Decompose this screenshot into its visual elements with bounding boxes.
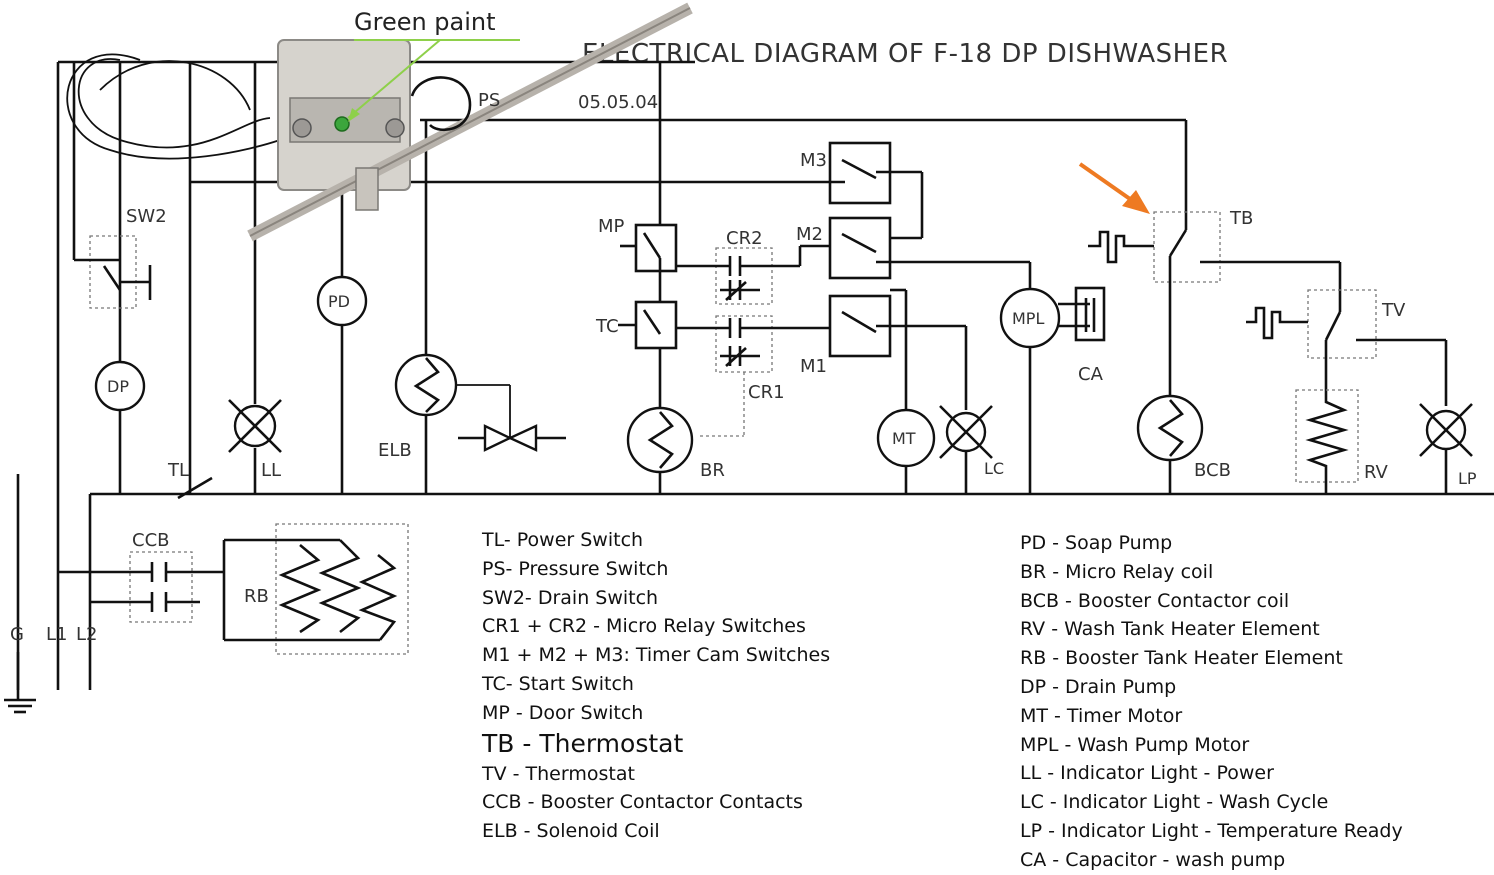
mpl-wash-pump-motor: MPL <box>999 287 1061 494</box>
bcb-booster-contactor-coil: BCB <box>1136 394 1231 494</box>
ca-capacitor: CA <box>1058 286 1106 385</box>
thermostat-photo <box>66 2 693 242</box>
green-paint-dot <box>334 116 350 132</box>
mt-timer-motor: MT <box>876 408 936 494</box>
dp-drain-pump: DP <box>94 360 146 412</box>
lc-label: LC <box>984 459 1004 478</box>
legend-right: PD - Soap Pump BR - Micro Relay coil BCB… <box>1020 529 1403 875</box>
diagram-date: 05.05.04 <box>578 92 658 113</box>
lp-label: LP <box>1458 469 1477 488</box>
rv-label: RV <box>1364 462 1389 483</box>
tb-label: TB <box>1229 208 1253 229</box>
tc-start-switch: TC <box>595 271 678 410</box>
legend-item: DP - Drain Pump <box>1020 675 1177 698</box>
legend-item: MPL - Wash Pump Motor <box>1020 733 1250 756</box>
tl-power-switch: TL <box>167 460 213 500</box>
ll-label: LL <box>261 460 281 481</box>
ps-pressure-switch: PS <box>410 76 500 132</box>
legend-item: SW2- Drain Switch <box>482 586 659 609</box>
legend-item: ELB - Solenoid Coil <box>482 820 660 843</box>
legend-item: PD - Soap Pump <box>1020 532 1173 554</box>
br-micro-relay-coil: BR <box>626 406 725 494</box>
ll-indicator-light: LL <box>228 399 282 481</box>
ps-label: PS <box>478 90 500 111</box>
m3-timer-cam-switch: M3 <box>800 141 924 238</box>
tv-thermostat: TV <box>1246 289 1448 406</box>
legend-item: RB - Booster Tank Heater Element <box>1020 647 1343 670</box>
lc-indicator-light: LC <box>939 405 1004 494</box>
ccb-label: CCB <box>132 530 170 551</box>
ccb-booster-contactor-contacts: CCB <box>58 530 224 623</box>
legend-item: BR - Micro Relay coil <box>1020 560 1214 583</box>
legend-item: LL - Indicator Light - Power <box>1020 762 1274 785</box>
cr1-micro-relay-switch: CR1 <box>676 315 830 437</box>
lp-indicator-light: LP <box>1419 403 1477 494</box>
g-label: G <box>10 624 24 645</box>
cr2-micro-relay-switch: CR2 <box>676 228 800 305</box>
m2-label: M2 <box>796 224 823 245</box>
legend-item: M1 + M2 + M3: Timer Cam Switches <box>482 644 831 667</box>
dp-label: DP <box>107 377 129 396</box>
legend-item: TV - Thermostat <box>482 762 635 785</box>
legend-item: TL- Power Switch <box>482 529 644 551</box>
rv-wash-tank-heater: RV <box>1295 389 1389 494</box>
ca-label: CA <box>1078 364 1104 385</box>
bcb-label: BCB <box>1194 460 1231 481</box>
legend-item: TC- Start Switch <box>482 672 634 695</box>
br-label: BR <box>700 460 725 481</box>
tv-label: TV <box>1381 300 1406 321</box>
rb-label: RB <box>244 586 269 607</box>
m2-timer-cam-switch: M2 <box>796 216 1032 290</box>
m3-label: M3 <box>800 150 827 171</box>
legend-item: BCB - Booster Contactor coil <box>1020 589 1290 612</box>
tb-thermostat: TB <box>1088 208 1342 412</box>
cr1-label: CR1 <box>748 382 785 403</box>
mpl-label: MPL <box>1012 309 1044 328</box>
elb-solenoid-coil: ELB <box>378 353 566 461</box>
legend-item: TB - Thermostat <box>482 728 684 758</box>
tl-label: TL <box>167 460 189 481</box>
tb-orange-arrow <box>1078 162 1150 214</box>
legend-item: MT - Timer Motor <box>1020 704 1183 727</box>
tc-label: TC <box>595 316 619 337</box>
m1-timer-cam-switch: M1 <box>800 288 968 410</box>
legend-left: TL- Power Switch PS- Pressure Switch SW2… <box>482 526 830 846</box>
legend-item: LC - Indicator Light - Wash Cycle <box>1020 791 1329 814</box>
legend-item: CA - Capacitor - wash pump <box>1020 848 1286 871</box>
pd-label: PD <box>328 292 350 311</box>
m1-label: M1 <box>800 356 827 377</box>
green-paint-annotation: Green paint <box>347 8 520 122</box>
legend-item: RV - Wash Tank Heater Element <box>1020 618 1320 641</box>
diagram-title: ELECTRICAL DIAGRAM OF F-18 DP DISHWASHER <box>582 39 1228 69</box>
legend-item: MP - Door Switch <box>482 701 644 724</box>
mp-label: MP <box>598 216 625 237</box>
pd-soap-pump: PD <box>316 275 368 327</box>
sw2-label: SW2 <box>126 206 167 227</box>
l1-label: L1 <box>46 624 67 645</box>
legend-item: LP - Indicator Light - Temperature Ready <box>1020 819 1403 842</box>
rb-booster-heater: RB <box>222 523 409 655</box>
supply-terminals: G L1 L2 <box>4 624 97 714</box>
mt-label: MT <box>892 429 916 448</box>
green-paint-label: Green paint <box>354 8 496 36</box>
elb-label: ELB <box>378 440 412 461</box>
mp-door-switch: MP <box>598 216 678 273</box>
l2-label: L2 <box>76 624 97 645</box>
legend-item: CCB - Booster Contactor Contacts <box>482 791 803 814</box>
sw2-drain-switch: SW2 <box>74 206 167 309</box>
legend-item: PS- Pressure Switch <box>482 557 669 580</box>
legend-item: CR1 + CR2 - Micro Relay Switches <box>482 615 806 638</box>
cr2-label: CR2 <box>726 228 763 249</box>
